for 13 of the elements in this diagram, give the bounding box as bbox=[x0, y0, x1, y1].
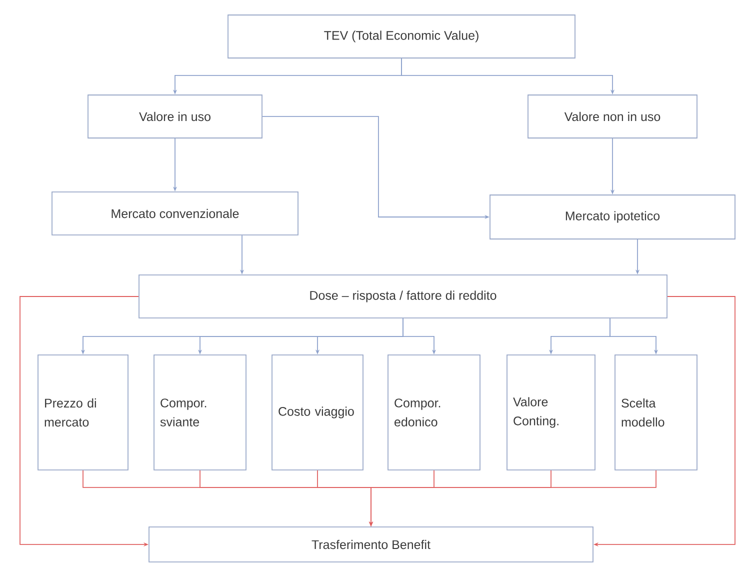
process-box: Valore Conting. bbox=[506, 354, 596, 470]
process-box: Scelta modello bbox=[614, 354, 698, 470]
process-box: Valore non in uso bbox=[528, 94, 698, 138]
process-box: Valore in uso bbox=[88, 94, 262, 138]
process-box: Compor. edonico bbox=[388, 354, 480, 470]
process-box: Trasferimento Benefit bbox=[148, 526, 594, 562]
process-box: Prezzo di mercato bbox=[38, 354, 128, 470]
process-box: Costo viaggio bbox=[272, 354, 364, 470]
process-box: TEV (Total Economic Value) bbox=[228, 14, 576, 58]
process-box: Mercato convenzionale bbox=[52, 192, 298, 236]
process-box: Mercato ipotetico bbox=[490, 194, 736, 240]
process-box: Dose – risposta / fattore di reddito bbox=[138, 274, 668, 318]
process-box: Compor. sviante bbox=[154, 354, 246, 470]
